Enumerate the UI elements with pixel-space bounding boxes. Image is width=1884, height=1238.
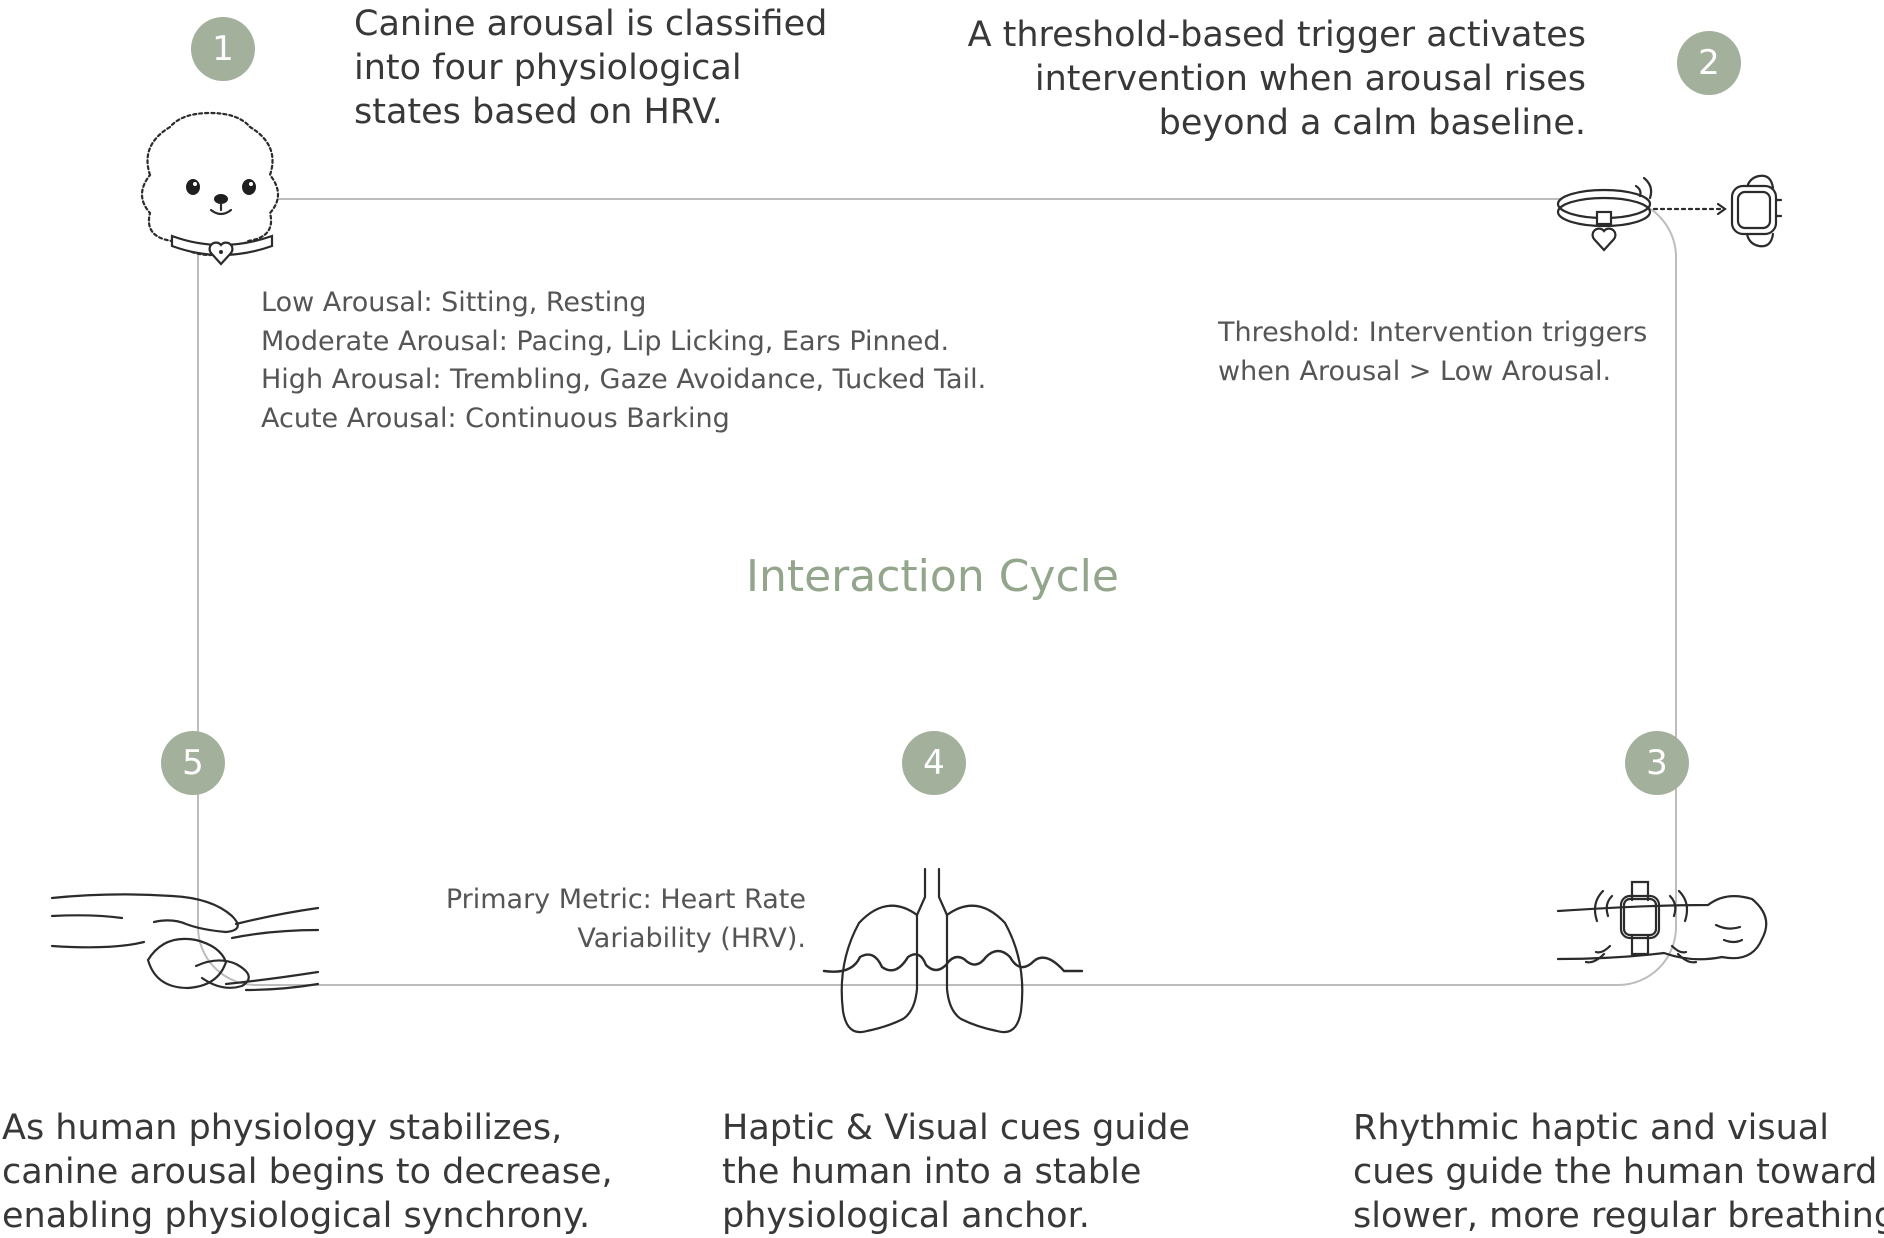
step-4-line: Haptic & Visual cues guide: [722, 1108, 1191, 1148]
step-2-line: A threshold-based trigger activates: [967, 15, 1586, 55]
step-5-line: As human physiology stabilizes,: [2, 1108, 563, 1148]
step-3-description: Rhythmic haptic and visual cues guide th…: [1353, 1106, 1884, 1238]
cycle-loop-line: [197, 198, 1677, 986]
collar-to-watch-icon: [1556, 174, 1783, 252]
arousal-state-acute: Acute Arousal: Continuous Barking: [261, 402, 730, 434]
step-2-badge: 2: [1677, 31, 1741, 95]
step-3-badge: 3: [1625, 731, 1689, 795]
threshold-note: Threshold: Intervention triggers when Ar…: [1218, 314, 1647, 391]
step-5-description: As human physiology stabilizes, canine a…: [2, 1106, 613, 1238]
step-1-line: into four physiological: [354, 48, 742, 88]
step-4-line: physiological anchor.: [722, 1196, 1090, 1236]
step-1-badge: 1: [191, 17, 255, 81]
step-1-line: Canine arousal is classified: [354, 4, 828, 44]
metric-note-line: Primary Metric: Heart Rate: [445, 884, 806, 915]
step-4-description: Haptic & Visual cues guide the human int…: [722, 1106, 1190, 1238]
poodle-dog-icon: [140, 111, 280, 266]
step-3-line: cues guide the human toward: [1353, 1152, 1878, 1192]
step-2-description: A threshold-based trigger activates inte…: [880, 13, 1586, 145]
step-4-badge: 4: [902, 731, 966, 795]
hand-and-paw-icon: [50, 893, 320, 992]
diagram-title: Interaction Cycle: [746, 551, 1119, 602]
step-3-line: Rhythmic haptic and visual: [1353, 1108, 1829, 1148]
threshold-note-line: Threshold: Intervention triggers: [1218, 317, 1648, 348]
metric-note-line: Variability (HRV).: [577, 922, 806, 954]
arousal-state-high: High Arousal: Trembling, Gaze Avoidance,…: [261, 364, 987, 395]
arousal-state-moderate: Moderate Arousal: Pacing, Lip Licking, E…: [261, 325, 950, 357]
arousal-state-low: Low Arousal: Sitting, Resting: [261, 287, 647, 318]
step-5-line: canine arousal begins to decrease,: [2, 1152, 613, 1192]
lungs-icon: [822, 867, 1084, 1034]
step-2-line: intervention when arousal rises: [1034, 59, 1586, 99]
step-2-line: beyond a calm baseline.: [1158, 103, 1586, 143]
step-4-line: the human into a stable: [722, 1152, 1142, 1192]
wrist-watch-vibration-icon: [1556, 880, 1768, 964]
step-3-line: slower, more regular breathing.: [1353, 1196, 1884, 1236]
step-1-line: states based on HRV.: [354, 92, 723, 132]
step-1-description: Canine arousal is classified into four p…: [354, 2, 827, 134]
arousal-states-list: Low Arousal: Sitting, Resting Moderate A…: [261, 284, 986, 438]
step-5-badge: 5: [161, 731, 225, 795]
threshold-note-line: when Arousal > Low Arousal.: [1218, 355, 1612, 387]
step-5-line: enabling physiological synchrony.: [2, 1196, 591, 1236]
metric-note: Primary Metric: Heart Rate Variability (…: [360, 881, 806, 958]
